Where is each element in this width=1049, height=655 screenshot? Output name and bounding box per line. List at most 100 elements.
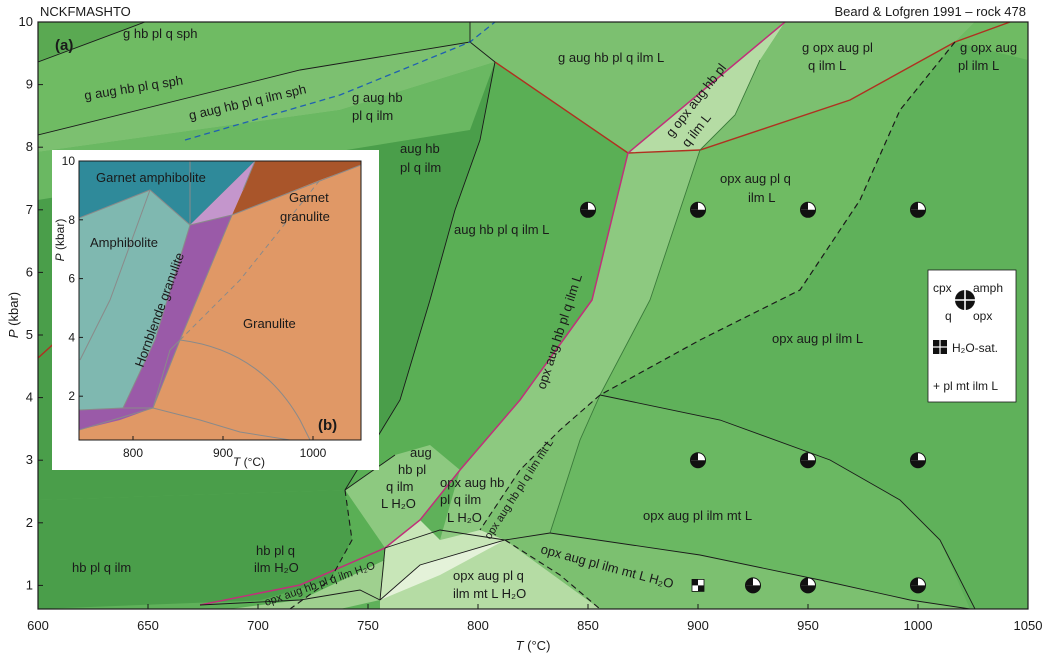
- field-opx-aug-hb-pl-q-ilm-mt-L: [480, 395, 600, 540]
- boundary-line: [79, 189, 151, 361]
- y-unit: (kbar): [6, 292, 21, 330]
- field-label: L H₂O: [447, 510, 482, 525]
- experiment-marker-icon: [580, 201, 596, 218]
- system-label: NCKFMASHTO: [40, 4, 131, 19]
- boundary-line: [599, 394, 976, 609]
- field-label: opx aug pl q: [720, 171, 791, 186]
- panel-a-label: (a): [55, 37, 73, 54]
- x-tick-label: 700: [247, 618, 269, 633]
- experiment-marker-icon: [800, 577, 816, 594]
- y-var: P: [6, 329, 21, 338]
- legend-crosshair-marker-icon: [955, 290, 975, 310]
- field-label: ilm mt L H₂O: [453, 586, 526, 601]
- boundary-line: [599, 149, 701, 396]
- boundary-line: [384, 529, 506, 549]
- field-label: hb pl: [398, 462, 426, 477]
- boundary-line: [289, 489, 353, 609]
- x-var: T: [516, 638, 525, 653]
- boundary-line: [122, 161, 191, 409]
- field-hb-pl-q-ilm: [38, 490, 352, 609]
- field-label: opx aug pl ilm mt L: [643, 508, 752, 523]
- field-g-aug-hb-pl-q-ilm-L: [470, 22, 785, 153]
- h2o-sat-marker-icon: [691, 579, 705, 592]
- panel-b-facies-fields: [79, 161, 361, 440]
- field-label: g hb pl q sph: [123, 26, 197, 41]
- y-tick-label: 4: [68, 330, 75, 344]
- field-label: q ilm: [386, 479, 413, 494]
- solidus-line: [199, 22, 786, 606]
- facies-label: Garnet amphibolite: [96, 170, 206, 185]
- experiment-marker-icon: [910, 452, 926, 469]
- field-label: ilm L: [748, 190, 775, 205]
- field-g-opx-aug-pl-ilm-L: [955, 22, 1028, 60]
- x-tick-label: 900: [687, 618, 709, 633]
- y-tick-label: 7: [26, 202, 33, 217]
- facies-hornblende-granulite: [79, 215, 232, 430]
- field-aug-hb-pl-q-ilm-L: [345, 62, 628, 548]
- field-label: g opx aug pl: [802, 40, 873, 55]
- field-label: g opx aug: [960, 40, 1017, 55]
- legend-amph: amph: [973, 281, 1003, 295]
- legend-cpx: cpx: [933, 281, 952, 295]
- x-tick-label: 950: [797, 618, 819, 633]
- x-tick-label: 750: [357, 618, 379, 633]
- field-opx-aug-hb-pl-q-ilm-H2O: [230, 560, 385, 609]
- experiment-marker-icon: [910, 201, 926, 218]
- facies-label: Granulite: [243, 316, 296, 331]
- field-opx-aug-pl-ilm-mt-L: [550, 395, 970, 609]
- y-tick-label: 10: [62, 154, 76, 168]
- field-label: pl q ilm: [352, 108, 393, 123]
- field-aug-hb-pl-q-ilm-L-H2O: [345, 445, 460, 548]
- y-tick-label: 1: [26, 577, 33, 592]
- boundary-line: [179, 179, 321, 341]
- y-tick-label: 8: [68, 213, 75, 227]
- x-tick-label: 650: [137, 618, 159, 633]
- facies-label: granulite: [280, 209, 330, 224]
- field-opx-aug-pl-ilm-mt-L-H2O: [505, 533, 970, 609]
- y-tick-label: 4: [26, 390, 33, 405]
- x-tick-label: 1050: [1014, 618, 1043, 633]
- y-tick-label: 9: [26, 77, 33, 92]
- boundary-line: [344, 61, 496, 491]
- boundary-line: [199, 589, 381, 606]
- boundary-line: [38, 41, 496, 136]
- field-label: pl ilm L: [958, 58, 999, 73]
- panel-a-y-axis-label: P (kbar): [6, 292, 21, 338]
- boundary-line: [479, 394, 601, 531]
- x-tick-label: 1000: [300, 446, 327, 460]
- boundary-line: [504, 539, 601, 609]
- panel-b-y-axis-label: P (kbar): [53, 219, 67, 262]
- field-label: pl q ilm: [440, 492, 481, 507]
- boundary-line: [379, 547, 386, 601]
- field-label: aug hb: [400, 141, 440, 156]
- field-label: opx aug pl q: [453, 568, 524, 583]
- boundary-line: [152, 339, 181, 409]
- experiment-marker-icon: [690, 201, 706, 218]
- field-opx-aug-hb-pl-q-ilm-L-H2O: [380, 520, 505, 600]
- panel-b-boundaries: [79, 161, 361, 440]
- field-opx-aug-pl-q-ilm-L: [600, 42, 955, 395]
- panel-b-label: (b): [318, 417, 337, 434]
- x-tick-label: 900: [213, 446, 233, 460]
- panel-b-x-axis-label: T (°C): [233, 455, 265, 469]
- y-tick-label: 2: [68, 389, 75, 403]
- field-g-opx-aug-pl-q-ilm-L: [700, 22, 975, 150]
- boundary-line: [38, 22, 146, 63]
- y-tick-label: 6: [26, 264, 33, 279]
- legend-box: [927, 269, 1017, 403]
- field-palest-sliver: [380, 540, 505, 600]
- panel-a-frame: [37, 21, 1029, 610]
- field-label: hb pl q ilm: [72, 560, 131, 575]
- experiment-marker-icon: [800, 452, 816, 469]
- x-tick-label: 1000: [904, 618, 933, 633]
- panel-a-boundaries: [38, 22, 1011, 609]
- experiment-markers: [580, 201, 926, 594]
- field-label: aug: [410, 445, 432, 460]
